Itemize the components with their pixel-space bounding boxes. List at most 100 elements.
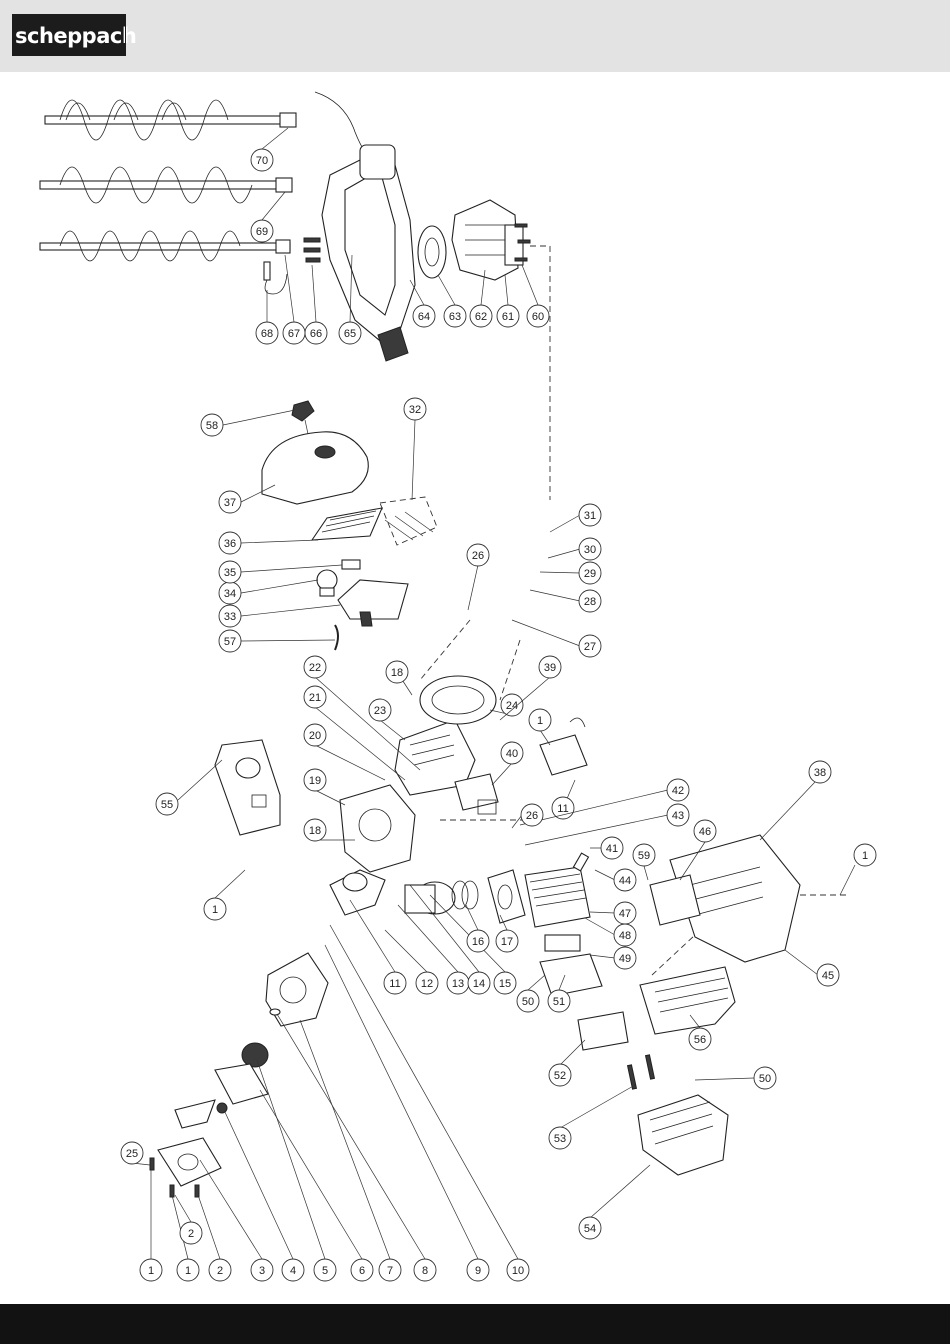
callout-66: 66 — [305, 265, 327, 344]
callout-55: 55 — [156, 760, 222, 815]
svg-text:50: 50 — [522, 996, 534, 1008]
svg-text:1: 1 — [148, 1265, 154, 1277]
muffler-51 — [540, 935, 602, 996]
fan-cover-55 — [215, 740, 280, 835]
callout-4: 4 — [224, 1110, 304, 1281]
screws-66 — [304, 238, 320, 262]
svg-text:62: 62 — [475, 311, 487, 323]
svg-text:47: 47 — [619, 908, 631, 920]
svg-text:11: 11 — [389, 978, 400, 990]
svg-text:8: 8 — [422, 1265, 428, 1277]
gearbox-62 — [452, 200, 523, 280]
svg-text:1: 1 — [862, 850, 868, 862]
callout-28: 28 — [530, 590, 601, 612]
callout-63: 63 — [438, 275, 466, 327]
knob-58 — [292, 401, 314, 434]
svg-text:61: 61 — [502, 311, 514, 323]
filter-element-36 — [312, 508, 382, 540]
svg-text:48: 48 — [619, 930, 631, 942]
callout-68: 68 — [256, 290, 278, 344]
svg-text:13: 13 — [452, 978, 464, 990]
callout-32: 32 — [404, 398, 426, 500]
callout-67: 67 — [283, 255, 305, 344]
callout-30: 30 — [548, 538, 601, 560]
handle-frame-64 — [315, 92, 415, 361]
svg-text:38: 38 — [814, 767, 826, 779]
piston-14 — [405, 882, 455, 914]
callout-33: 33 — [219, 605, 340, 627]
svg-text:66: 66 — [310, 328, 322, 340]
cylinder-48 — [525, 867, 590, 927]
callout-27: 27 — [512, 620, 601, 657]
crankshaft-11 — [330, 870, 385, 915]
callout-61: 61 — [497, 275, 519, 327]
svg-text:3: 3 — [259, 1265, 265, 1277]
callout-34: 34 — [219, 580, 318, 604]
svg-text:30: 30 — [584, 544, 596, 556]
callout-7: 7 — [300, 1020, 401, 1281]
svg-text:32: 32 — [409, 404, 421, 416]
svg-text:68: 68 — [261, 328, 273, 340]
callout-54: 54 — [579, 1165, 650, 1239]
callout-64: 64 — [410, 280, 435, 327]
svg-text:37: 37 — [224, 497, 236, 509]
svg-text:18: 18 — [309, 825, 321, 837]
svg-text:20: 20 — [309, 730, 321, 742]
svg-text:11: 11 — [557, 803, 568, 815]
svg-text:40: 40 — [506, 748, 518, 760]
clutch-5 — [242, 1043, 268, 1067]
scheppach-logo: scheppach — [13, 15, 125, 55]
callout-8: 8 — [277, 1014, 436, 1281]
svg-text:43: 43 — [672, 810, 684, 822]
svg-text:28: 28 — [584, 596, 596, 608]
svg-text:36: 36 — [224, 538, 236, 550]
callout-45: 45 — [785, 950, 839, 986]
svg-text:17: 17 — [501, 936, 513, 948]
callout-60: 60 — [522, 265, 549, 327]
svg-text:12: 12 — [421, 978, 433, 990]
svg-text:64: 64 — [418, 311, 430, 323]
svg-text:50: 50 — [759, 1073, 771, 1085]
callout-53: 53 — [549, 1085, 635, 1149]
callout-50a: 50 — [517, 975, 545, 1012]
washer-8 — [270, 1009, 280, 1015]
bracket-35 — [342, 560, 360, 569]
nut-4 — [217, 1103, 227, 1113]
callout-6: 6 — [260, 1090, 373, 1281]
svg-text:4: 4 — [290, 1265, 296, 1277]
rings-15 — [452, 881, 478, 909]
svg-text:56: 56 — [694, 1034, 706, 1046]
svg-text:22: 22 — [309, 662, 321, 674]
svg-text:2: 2 — [217, 1265, 223, 1277]
svg-text:60: 60 — [532, 311, 544, 323]
callout-23: 23 — [369, 699, 405, 740]
footer-bar — [0, 1304, 950, 1344]
svg-text:44: 44 — [619, 875, 631, 887]
muffler-guard-52 — [578, 1012, 628, 1050]
svg-text:63: 63 — [449, 311, 461, 323]
hose-57 — [335, 625, 338, 650]
svg-text:51: 51 — [553, 996, 565, 1008]
svg-text:65: 65 — [344, 328, 356, 340]
auger-bit-69 — [40, 167, 292, 203]
callout-1e: 1 — [840, 844, 876, 895]
callout-3: 3 — [200, 1160, 273, 1281]
svg-text:6: 6 — [359, 1265, 365, 1277]
exploded-parts-diagram: 1 1 2 3 4 5 6 7 8 9 10 25 2 1 11 12 13 1… — [0, 72, 950, 1304]
auger-bit-70 — [45, 100, 296, 140]
bolts-32 — [380, 497, 437, 545]
callout-52: 52 — [549, 1040, 585, 1086]
svg-text:5: 5 — [322, 1265, 328, 1277]
callout-18b: 18 — [386, 661, 412, 695]
gasket-17 — [488, 870, 525, 923]
svg-text:1: 1 — [537, 715, 543, 727]
callout-25: 25 — [121, 1142, 150, 1165]
callout-69: 69 — [251, 192, 285, 242]
filter-base-33 — [338, 580, 408, 626]
svg-text:52: 52 — [554, 1070, 566, 1082]
engine-cover-38 — [650, 835, 800, 962]
callout-50b: 50 — [695, 1067, 776, 1089]
fuel-tank-56 — [640, 967, 735, 1034]
svg-text:35: 35 — [224, 567, 236, 579]
svg-text:29: 29 — [584, 568, 596, 580]
